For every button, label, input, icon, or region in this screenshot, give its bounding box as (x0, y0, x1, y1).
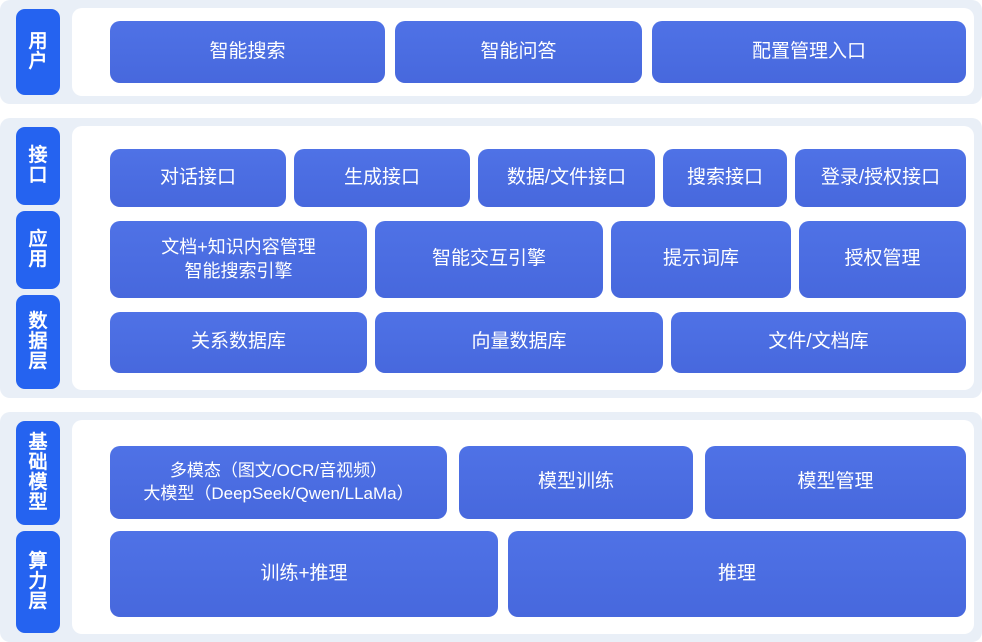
layer-tab-foundation-model-label: 基础模型 (28, 431, 48, 514)
node-inference[interactable]: 推理 (508, 531, 966, 617)
node-model-management[interactable]: 模型管理 (705, 446, 966, 519)
layer-tab-compute[interactable]: 算力层 (16, 531, 60, 633)
node-search-api[interactable]: 搜索接口 (663, 149, 787, 207)
node-login-auth-api[interactable]: 登录/授权接口 (795, 149, 966, 207)
layer-tab-user[interactable]: 用户 (16, 9, 60, 95)
node-file-document-store[interactable]: 文件/文档库 (671, 312, 966, 373)
layer-tab-interface-label: 接口 (28, 144, 48, 186)
layer-tab-data-label: 数据层 (28, 310, 48, 373)
node-intelligent-interaction-engine[interactable]: 智能交互引擎 (375, 221, 603, 298)
node-generation-api[interactable]: 生成接口 (294, 149, 470, 207)
layer-tab-data[interactable]: 数据层 (16, 295, 60, 389)
node-config-management-entry[interactable]: 配置管理入口 (652, 21, 966, 83)
node-vector-database[interactable]: 向量数据库 (375, 312, 663, 373)
node-model-training[interactable]: 模型训练 (459, 446, 693, 519)
layer-tab-interface[interactable]: 接口 (16, 127, 60, 205)
node-authorization-management[interactable]: 授权管理 (799, 221, 966, 298)
node-intelligent-search[interactable]: 智能搜索 (110, 21, 385, 83)
node-prompt-library[interactable]: 提示词库 (611, 221, 791, 298)
node-document-knowledge-management[interactable]: 文档+知识内容管理 智能搜索引擎 (110, 221, 367, 298)
node-intelligent-qa[interactable]: 智能问答 (395, 21, 642, 83)
layer-tab-application[interactable]: 应用 (16, 211, 60, 289)
node-dialogue-api[interactable]: 对话接口 (110, 149, 286, 207)
layer-tab-user-label: 用户 (28, 30, 48, 72)
layer-tab-compute-label: 算力层 (28, 550, 48, 613)
layer-tab-foundation-model[interactable]: 基础模型 (16, 421, 60, 525)
node-training-inference[interactable]: 训练+推理 (110, 531, 498, 617)
layer-tab-application-label: 应用 (28, 228, 48, 270)
node-multimodal-large-model[interactable]: 多模态（图文/OCR/音视频） 大模型（DeepSeek/Qwen/LLaMa） (110, 446, 447, 519)
node-data-file-api[interactable]: 数据/文件接口 (478, 149, 655, 207)
node-relational-database[interactable]: 关系数据库 (110, 312, 367, 373)
